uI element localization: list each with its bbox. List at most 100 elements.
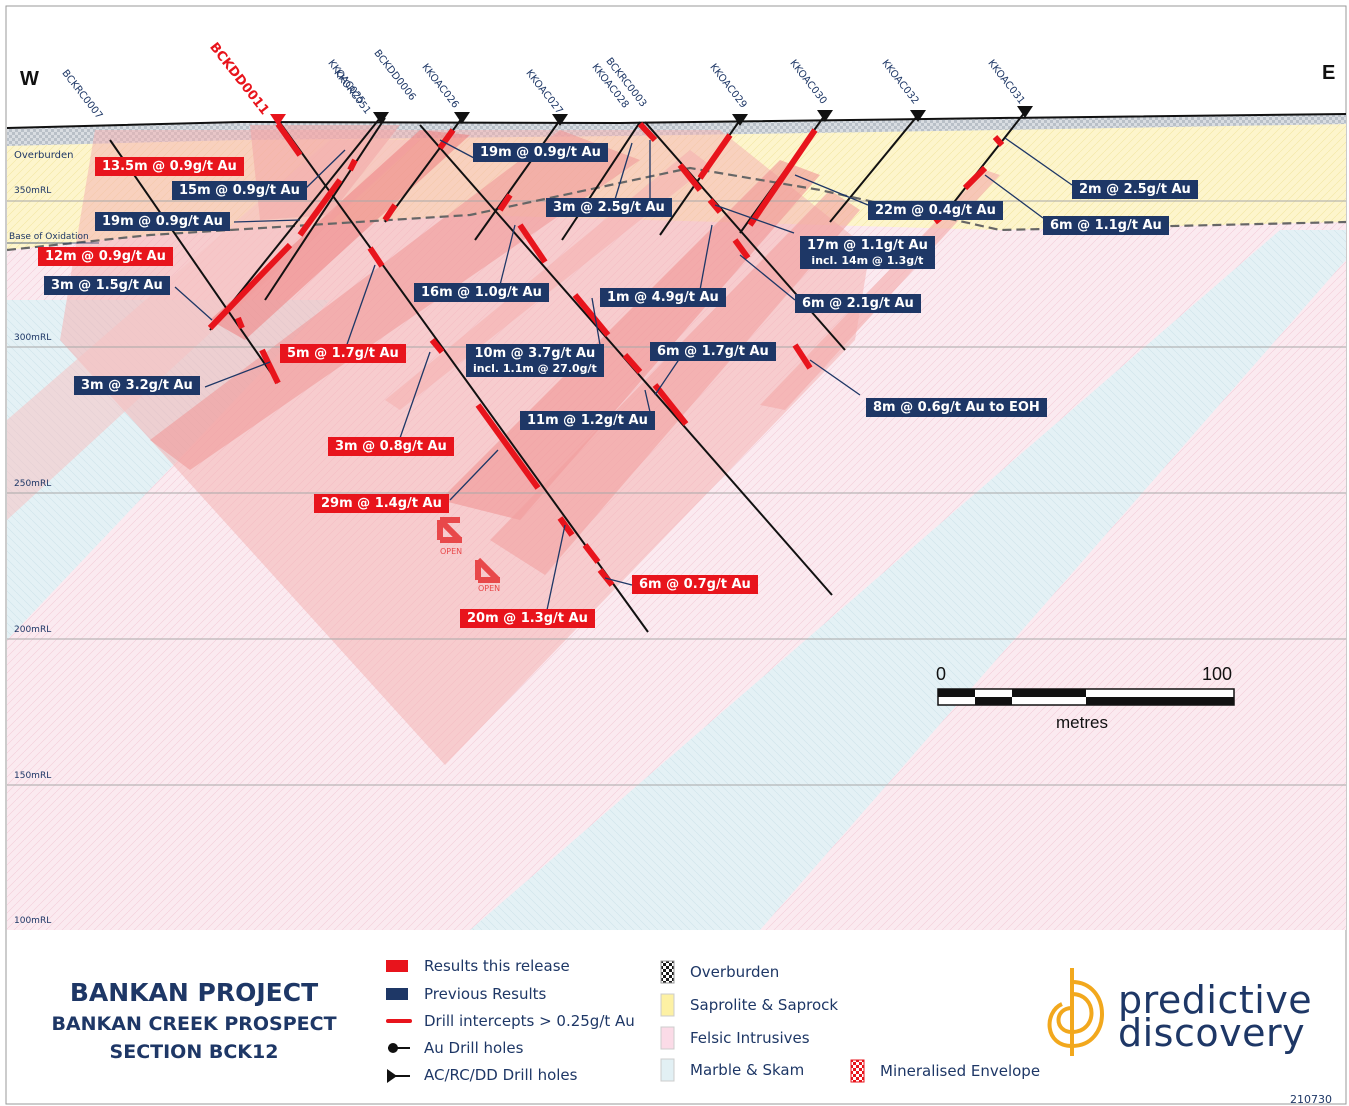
title-section: SECTION BCK12 <box>109 1041 279 1063</box>
intercept-label: 22m @ 0.4g/t Au <box>868 201 1003 220</box>
legend-swatch-intercept <box>386 1019 412 1023</box>
intercept-text: 13.5m @ 0.9g/t Au <box>102 159 237 174</box>
elevation-150: 150mRL <box>14 771 52 781</box>
legend-mineralised-envelope: Mineralised Envelope <box>880 1062 1041 1080</box>
intercept-text: 1m @ 4.9g/t Au <box>607 290 719 305</box>
intercept-text: 6m @ 0.7g/t Au <box>639 577 751 592</box>
reference-code: 210730 <box>1290 1093 1332 1106</box>
overburden-layer-label: Overburden <box>14 150 74 161</box>
legend-ac-hole-arrow <box>387 1069 397 1083</box>
intercept-label: 13.5m @ 0.9g/t Au <box>95 157 244 176</box>
legend-previous-results: Previous Results <box>424 985 547 1003</box>
east-label: E <box>1322 62 1336 84</box>
intercept-label: 15m @ 0.9g/t Au <box>172 181 307 200</box>
topography-line <box>6 113 1347 129</box>
elevation-250: 250mRL <box>14 479 52 489</box>
intercept-text: 8m @ 0.6g/t Au to EOH <box>873 400 1040 415</box>
intercept-text: 3m @ 3.2g/t Au <box>81 378 193 393</box>
base-of-oxidation-line <box>7 166 1346 252</box>
intercept-label: 12m @ 0.9g/t Au <box>38 247 173 266</box>
intercept-label: 8m @ 0.6g/t Au to EOH <box>866 398 1047 417</box>
open-label-1: OPEN <box>440 547 463 556</box>
base-oxidation-label: Base of Oxidation <box>9 232 89 242</box>
intercept-text: 16m @ 1.0g/t Au <box>421 285 542 300</box>
intercept-label: 6m @ 2.1g/t Au <box>795 294 921 313</box>
legend-swatch-prev <box>386 988 408 1000</box>
intercept-label: 2m @ 2.5g/t Au <box>1072 180 1198 199</box>
intercept-text: 10m @ 3.7g/t Au <box>474 346 596 361</box>
intercept-text: 19m @ 0.9g/t Au <box>102 214 223 229</box>
legend-swatch-new <box>386 960 408 972</box>
elevation-200: 200mRL <box>14 625 52 635</box>
ore-lens-4 <box>440 160 820 520</box>
ore-lens-5 <box>490 190 860 575</box>
title-prospect: BANKAN CREEK PROSPECT <box>51 1013 337 1035</box>
legend-felsic: Felsic Intrusives <box>690 1029 810 1047</box>
collar-markers <box>270 106 1033 126</box>
legend-au-hole-dot <box>388 1043 398 1053</box>
intercept-label: 29m @ 1.4g/t Au <box>314 494 449 513</box>
scale-start-label: 0 <box>936 664 947 684</box>
intercept-text: 6m @ 1.7g/t Au <box>657 344 769 359</box>
intercept-text: 19m @ 0.9g/t Au <box>480 145 601 160</box>
intercept-text: 6m @ 1.1g/t Au <box>1050 218 1162 233</box>
legend-geology-swatches <box>660 960 675 1082</box>
logo-mark <box>1047 968 1104 1056</box>
west-label: W <box>20 68 39 90</box>
intercept-text: 6m @ 2.1g/t Au <box>802 296 914 311</box>
intercept-subtext: incl. 14m @ 1.3g/t <box>811 254 924 267</box>
legend-envelope-swatch <box>850 1059 865 1083</box>
legend-au-drill-holes: Au Drill holes <box>424 1039 524 1057</box>
hole-trace-kkoac028 <box>561 121 641 241</box>
intercept-text: 5m @ 1.7g/t Au <box>287 346 399 361</box>
ore-lens-2 <box>210 130 470 340</box>
intercept-label: 5m @ 1.7g/t Au <box>280 344 406 363</box>
logo-predictive: predictive <box>1118 978 1313 1022</box>
legend-drill-intercepts: Drill intercepts > 0.25g/t Au <box>424 1012 635 1030</box>
legend-saprolite: Saprolite & Saprock <box>690 996 839 1014</box>
intercept-label: 11m @ 1.2g/t Au <box>520 411 655 430</box>
legend-au-hole-line <box>388 1047 410 1049</box>
hole-trace-kkoac032 <box>829 114 919 223</box>
intercept-text: 3m @ 0.8g/t Au <box>335 439 447 454</box>
hole-trace-kkorc051 <box>264 117 386 301</box>
scale-bar <box>937 688 1235 706</box>
scale-end-label: 100 <box>1202 664 1233 684</box>
elevation-300: 300mRL <box>14 333 52 343</box>
intercept-label: 16m @ 1.0g/t Au <box>414 283 549 302</box>
title-project: BANKAN PROJECT <box>69 978 319 1007</box>
legend-ac-hole-line <box>388 1075 410 1077</box>
open-arrows <box>437 517 501 583</box>
intercept-label: 19m @ 0.9g/t Au <box>95 212 230 231</box>
intercept-label: 19m @ 0.9g/t Au <box>473 143 608 162</box>
intercept-text: 2m @ 2.5g/t Au <box>1079 182 1191 197</box>
intercept-label: 6m @ 1.1g/t Au <box>1043 216 1169 235</box>
intercept-label: 3m @ 0.8g/t Au <box>328 437 454 456</box>
legend-results-this-release: Results this release <box>424 957 570 975</box>
intercept-label: 3m @ 1.5g/t Au <box>44 276 170 295</box>
intercept-text: 3m @ 1.5g/t Au <box>51 278 163 293</box>
legend-marble: Marble & Skam <box>690 1061 805 1079</box>
intercept-label: 1m @ 4.9g/t Au <box>600 288 726 307</box>
hole-trace-kkoac027 <box>474 119 561 241</box>
intercept-text: 11m @ 1.2g/t Au <box>527 413 648 428</box>
elevation-100: 100mRL <box>14 916 52 926</box>
intercept-text: 12m @ 0.9g/t Au <box>45 249 166 264</box>
intercept-label: 6m @ 1.7g/t Au <box>650 342 776 361</box>
ore-lens-6 <box>760 170 1000 410</box>
scale-unit-label: metres <box>1056 713 1108 732</box>
intercept-text: 3m @ 2.5g/t Au <box>553 200 665 215</box>
intercept-label: 20m @ 1.3g/t Au <box>460 609 595 628</box>
intercept-subtext: incl. 1.1m @ 27.0g/t <box>473 362 597 375</box>
intercept-text: 15m @ 0.9g/t Au <box>179 183 300 198</box>
marble-band-east <box>470 230 1346 930</box>
intercept-text: 29m @ 1.4g/t Au <box>321 496 442 511</box>
intercept-label: 3m @ 3.2g/t Au <box>74 376 200 395</box>
intercept-label: 3m @ 2.5g/t Au <box>546 198 672 217</box>
hole-trace-bckrc0007 <box>109 139 279 384</box>
logo-discovery: discovery <box>1118 1011 1306 1055</box>
intercept-text: 17m @ 1.1g/t Au <box>807 238 928 253</box>
elevation-350: 350mRL <box>14 186 52 196</box>
